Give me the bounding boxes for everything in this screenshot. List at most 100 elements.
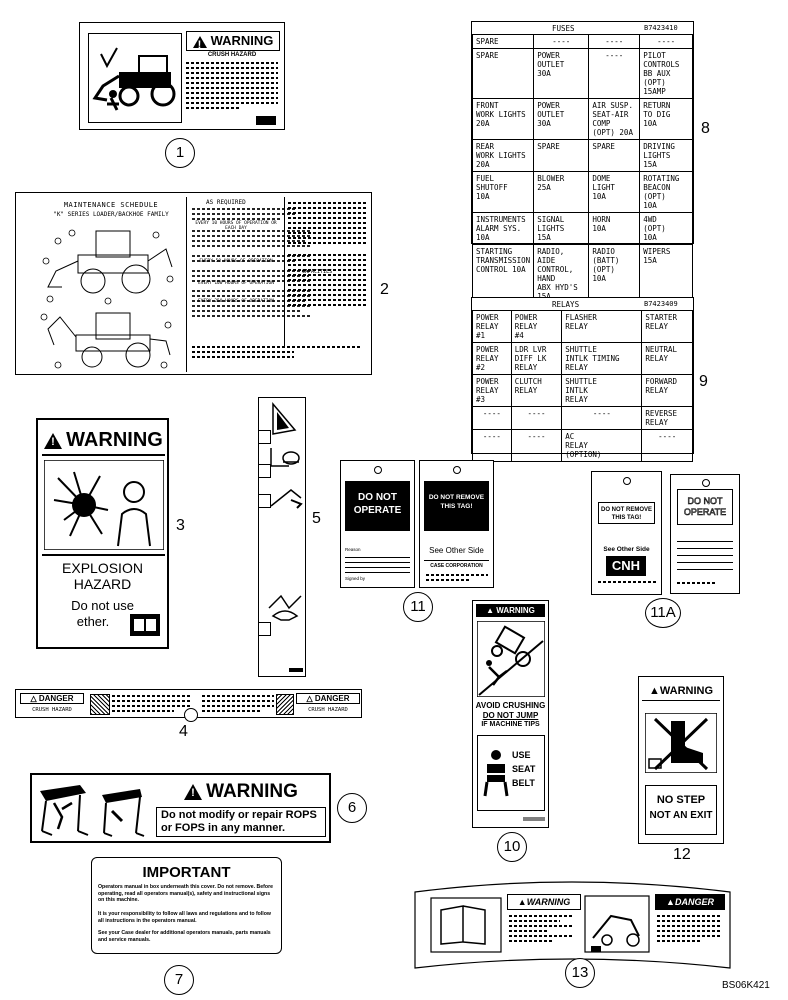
decal-1-crush-hazard: WARNING CRUSH HAZARD [79, 22, 285, 130]
decal-5-tab-4 [258, 622, 271, 636]
loader-bucket-icon [272, 401, 297, 435]
decal-2-title: MAINTENANCE SCHEDULE [63, 201, 159, 209]
decal-1-body-text [186, 59, 278, 112]
decal-10-use: USE [512, 750, 531, 760]
decal-3-explosion-hazard: WARNING EXPLOSION HAZARD Do not use ethe… [36, 418, 169, 649]
decal-12-header: ▲WARNING [642, 682, 720, 701]
tag-11-back-banner: DO NOT REMOVE THIS TAG! [424, 481, 489, 531]
decal-4-left-sub: CRUSH HAZARD [32, 707, 72, 713]
tag-11-reason-label: Reason [345, 547, 361, 552]
fuse-chart-part-number: B7423410 [644, 24, 678, 32]
decal-4-left-header: △ DANGER [20, 693, 84, 704]
tag-11-company: CASE CORPORATION [430, 563, 483, 569]
fuse-table-cell: POWER OUTLET 30A [533, 98, 590, 140]
fuse-table-cell: SPARE [471, 48, 535, 99]
decal-1-header: WARNING [186, 31, 280, 51]
relay-table-cell: POWER RELAY #4 [510, 310, 563, 343]
tag-11-front-banner: DO NOT OPERATE [345, 481, 410, 531]
fuse-table-cell: REAR WORK LIGHTS 20A [471, 139, 535, 172]
relay-table-cell: ---- [641, 429, 693, 462]
decal-2-maintenance-schedule: MAINTENANCE SCHEDULE "K" SERIES LOADER/B… [15, 192, 372, 375]
no-step-boot-icon [645, 713, 717, 773]
callout-8: 8 [701, 120, 710, 137]
decal-2-capacities-text [288, 199, 366, 309]
relay-table-cell: SHUTTLE INTLK TIMING RELAY [561, 342, 643, 375]
decal-5-tab-2 [258, 464, 271, 478]
decal-2-divider [186, 197, 187, 372]
decal-1-pictogram-frame [88, 33, 182, 123]
fuse-table-cell: PILOT CONTROLS BB AUX (OPT) 15AMP [639, 48, 693, 99]
manual-book-icon [130, 614, 160, 636]
relay-table-cell: NEUTRAL RELAY [641, 342, 693, 375]
warning-triangle-icon [184, 783, 203, 800]
callout-12: 12 [673, 846, 691, 863]
decal-3-divider [42, 554, 165, 556]
relay-table-row: ------------REVERSE RELAY [472, 406, 693, 430]
decal-13-warning-text [509, 912, 573, 945]
warning-triangle-icon [192, 35, 207, 51]
decal-12-no-step: ▲WARNING NO STEP NOT AN EXIT [638, 676, 724, 844]
relay-table-cell: ---- [472, 429, 512, 462]
tag-11a-front-fine-print [677, 579, 717, 587]
tag-11-fine-print [426, 571, 488, 584]
decal-2-schedule-text [192, 205, 342, 320]
fuse-table-cell: FUEL SHUTOFF 10A [471, 171, 535, 213]
tag-hole-icon [374, 466, 382, 474]
decal-2-section-3: EVERY 100 HOURS OF OPERATION [198, 281, 274, 286]
tag-11a-front-banner: DO NOT OPERATE [677, 489, 733, 525]
decal-13-combined-warning: ▲WARNING ▲DANGER [411, 876, 734, 974]
relay-table-row: --------AC RELAY (OPTION)---- [472, 429, 693, 462]
fuse-table-row: SPARE------------ [471, 34, 693, 49]
cnh-logo: CNH [606, 556, 646, 576]
tag-hole-icon [702, 479, 710, 487]
decal-3-line-4: ether. [76, 614, 110, 629]
callout-13: 13 [565, 958, 595, 988]
decal-4-right-text [202, 692, 274, 715]
decal-4-center-notch [184, 708, 198, 722]
decal-2-col-title: AS REQUIRED [206, 199, 246, 206]
callout-11: 11 [403, 592, 433, 622]
decal-3-line-1: EXPLOSION [62, 560, 143, 576]
backhoe-crush-icon [92, 47, 176, 111]
relay-table-cell: ---- [510, 429, 563, 462]
callout-4: 4 [179, 723, 188, 740]
fuse-table-cell: ---- [639, 34, 693, 49]
decal-2-subtitle: "K" SERIES LOADER/BACKHOE FAMILY [53, 211, 169, 218]
relay-table-cell: LDR LVR DIFF LK RELAY [510, 342, 563, 375]
tag-11-rule [424, 560, 489, 561]
tag-11-see-other-side: See Other Side [429, 546, 484, 555]
decal-4-danger-strip: △ DANGER CRUSH HAZARD △ DANGER CRUSH HAZ… [15, 689, 362, 722]
decal-5-tab-1 [258, 430, 271, 444]
fuse-table-cell: SPARE [533, 139, 590, 172]
fuse-table-cell: ---- [533, 34, 590, 49]
decal-4-left-text [112, 692, 190, 715]
tag-11-back: DO NOT REMOVE THIS TAG! See Other Side C… [419, 460, 494, 588]
relay-table-cell: STARTER RELAY [641, 310, 693, 343]
boom-raise-icon [270, 489, 303, 509]
relay-table-cell: CLUTCH RELAY [510, 374, 563, 407]
decal-3-line-2: HAZARD [73, 576, 132, 592]
decal-4-right-sub: CRUSH HAZARD [308, 707, 348, 713]
decal-10-line-1: AVOID CRUSHING [475, 701, 546, 710]
decal-7-important-notice: IMPORTANT Operators manual in box undern… [91, 857, 282, 954]
warning-triangle-icon: ▲ [486, 606, 494, 615]
decal-10-line-2: DO NOT JUMP [482, 711, 539, 720]
decal-10-header: ▲ WARNING [476, 604, 545, 617]
decal-6-header: WARNING [156, 779, 326, 805]
decal-1-subheader: CRUSH HAZARD [207, 52, 257, 58]
tag-hole-icon [623, 477, 631, 485]
danger-triangle-icon: △ [306, 694, 313, 703]
decal-5-tab-3 [258, 494, 271, 508]
danger-triangle-icon: ▲ [666, 897, 675, 907]
fuse-table-cell: DRIVING LIGHTS 15A [639, 139, 693, 172]
decal-7-bullet-2: It is your responsibility to follow all … [98, 911, 271, 924]
fuse-table-cell: 4WD (OPT) 10A [639, 212, 693, 245]
warning-triangle-icon [44, 432, 63, 449]
tag-11-signed-label: Signed by [345, 576, 366, 581]
hand-crush-icon [90, 694, 110, 715]
fuse-table-cell: RADIO, AIDE CONTROL, HAND ABX HYD'S 15A [533, 244, 590, 304]
machine-tip-over-icon [477, 621, 545, 697]
fuse-table-cell: POWER OUTLET 30A [533, 48, 590, 99]
